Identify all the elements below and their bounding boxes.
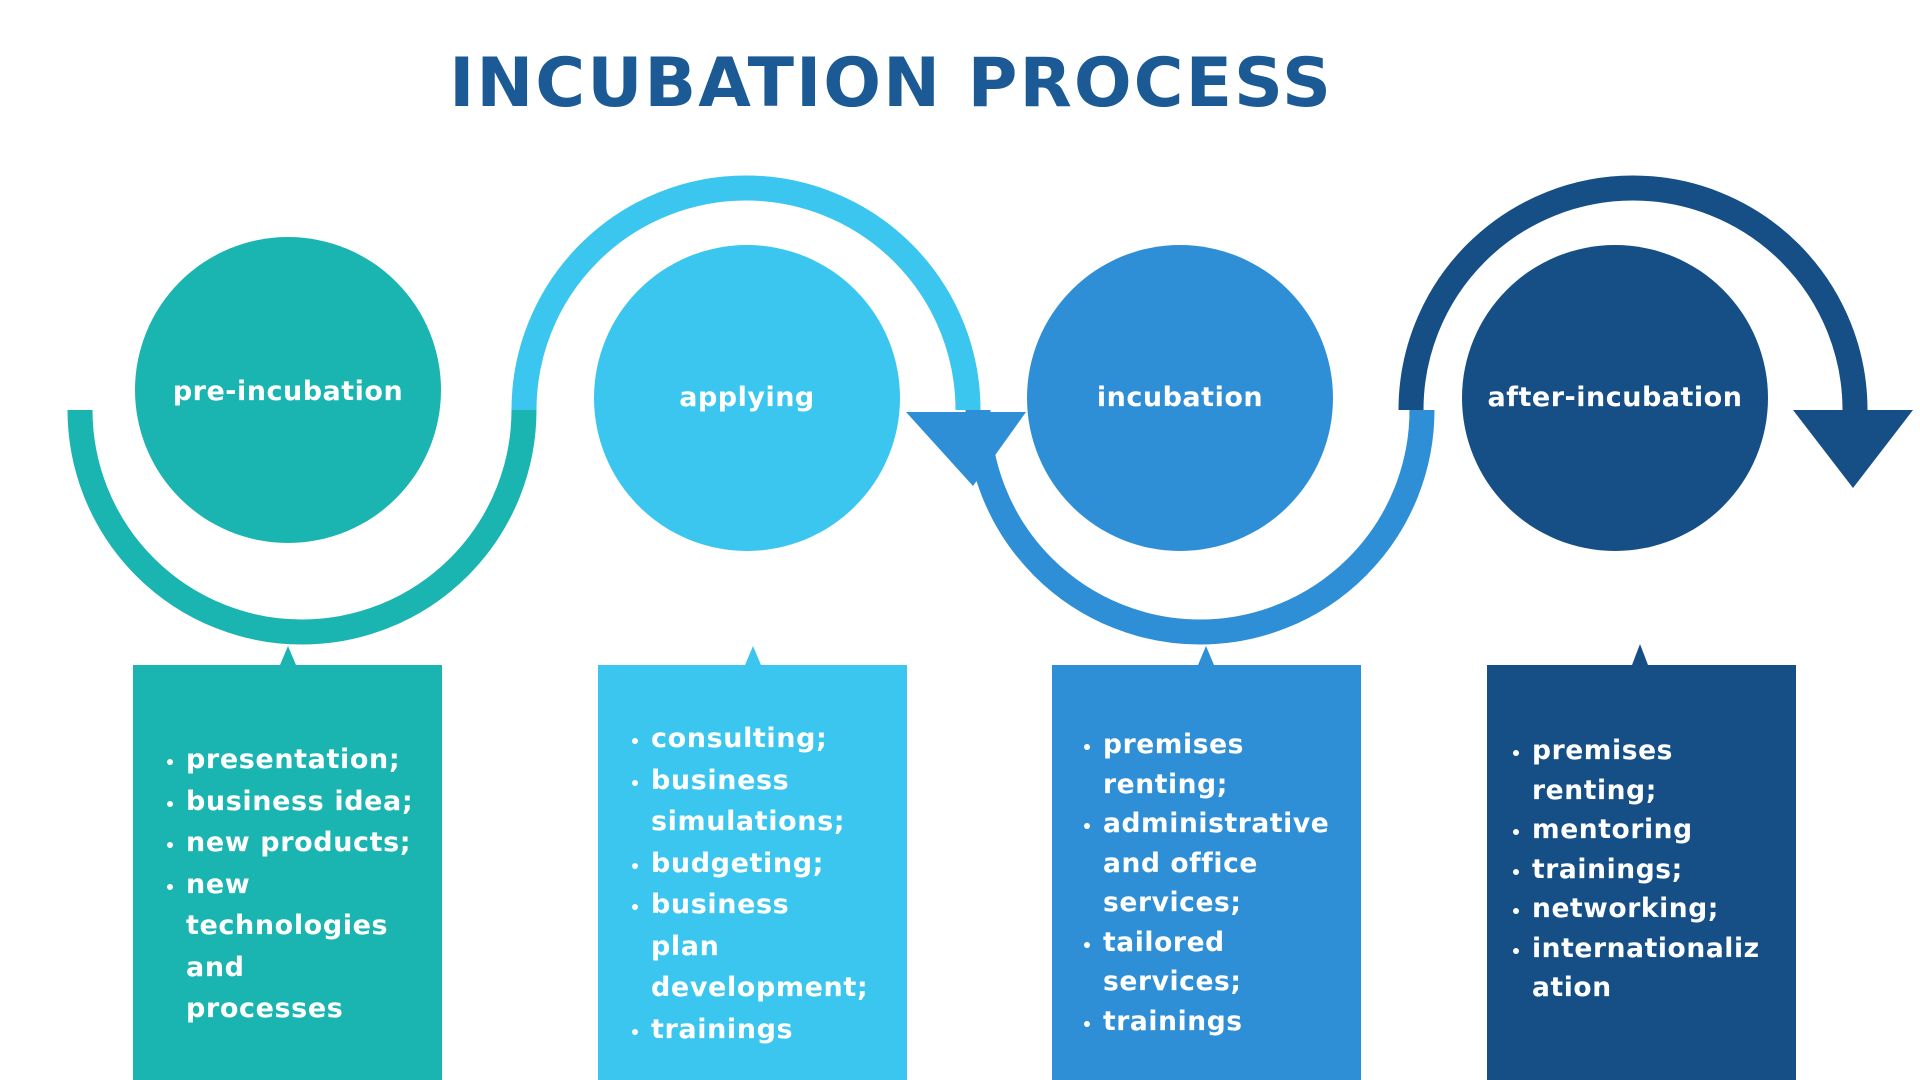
list-item: tailored services; bbox=[1103, 923, 1357, 1002]
incubation-circle bbox=[1027, 245, 1333, 551]
after-incubation-arrowhead bbox=[1793, 410, 1913, 488]
list-item: networking; bbox=[1532, 889, 1792, 929]
after-incubation-list: premises renting; mentoring trainings; n… bbox=[1503, 731, 1792, 1008]
list-item: internationalization bbox=[1532, 929, 1772, 1008]
pre-incubation-label: pre-incubation bbox=[172, 376, 404, 407]
applying-box-pointer bbox=[745, 646, 761, 665]
list-item: presentation; bbox=[186, 739, 438, 781]
list-item: trainings bbox=[1103, 1002, 1357, 1042]
list-item: consulting; bbox=[651, 718, 903, 760]
applying-list: consulting; business simulations; budget… bbox=[622, 718, 903, 1050]
list-item: business plan development; bbox=[651, 884, 868, 1009]
list-item: business idea; bbox=[186, 781, 438, 823]
applying-box: consulting; business simulations; budget… bbox=[598, 665, 907, 1080]
pre-incubation-arc bbox=[67, 409, 537, 645]
list-item: new products; bbox=[186, 822, 438, 864]
pre-incubation-box: presentation; business idea; new product… bbox=[133, 665, 442, 1080]
incubation-arrowhead bbox=[906, 412, 1026, 486]
list-item: mentoring bbox=[1532, 810, 1792, 850]
applying-label: applying bbox=[679, 382, 815, 413]
after-incubation-box: premises renting; mentoring trainings; n… bbox=[1487, 665, 1796, 1080]
list-item: business simulations; bbox=[651, 760, 845, 843]
after-incubation-box-pointer bbox=[1632, 644, 1648, 665]
incubation-arc bbox=[965, 409, 1435, 645]
applying-circle bbox=[594, 245, 900, 551]
pre-incubation-list: presentation; business idea; new product… bbox=[157, 739, 438, 1030]
incubation-list: premises renting; administrative and off… bbox=[1074, 725, 1357, 1041]
list-item: premises renting; bbox=[1103, 725, 1357, 804]
list-item: trainings; bbox=[1532, 850, 1792, 890]
after-incubation-label: after-incubation bbox=[1487, 382, 1743, 413]
incubation-box-pointer bbox=[1198, 646, 1214, 665]
list-item: new technologies and processes bbox=[186, 864, 388, 1030]
page-title: INCUBATION PROCESS bbox=[449, 44, 1333, 123]
list-item: administrative and office services; bbox=[1103, 804, 1329, 923]
incubation-box: premises renting; administrative and off… bbox=[1052, 665, 1361, 1080]
list-item: premises renting; bbox=[1532, 731, 1792, 810]
incubation-label: incubation bbox=[1096, 382, 1264, 413]
pre-incubation-box-pointer bbox=[280, 646, 296, 665]
list-item: budgeting; bbox=[651, 843, 903, 885]
after-incubation-circle bbox=[1462, 245, 1768, 551]
list-item: trainings bbox=[651, 1009, 903, 1051]
applying-arc bbox=[511, 175, 981, 411]
pre-incubation-circle bbox=[135, 237, 441, 543]
after-incubation-arc bbox=[1398, 175, 1868, 411]
